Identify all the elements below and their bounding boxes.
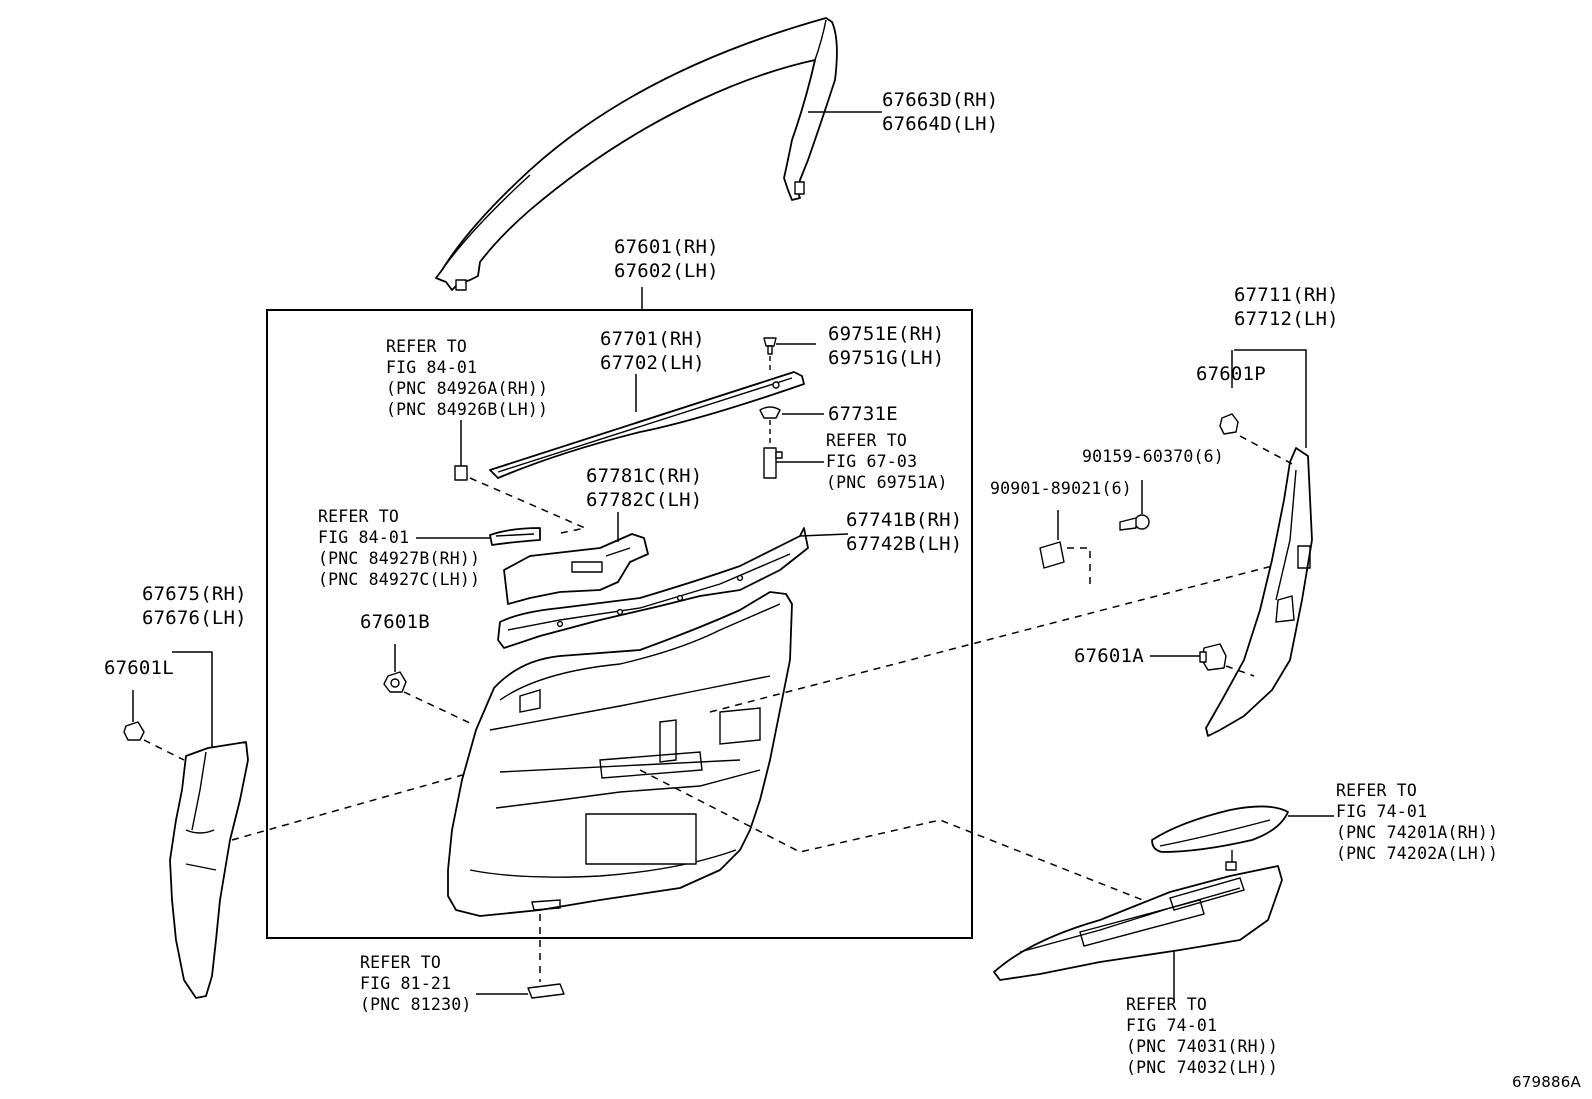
label-refer-84927-1: REFER TO [318,507,400,526]
label-belt-lh: 67702(LH) [600,352,705,374]
door-trim-board [447,591,793,917]
label-refer-74031-4: (PNC 74032(LH)) [1126,1058,1279,1077]
label-refer-67-03-3: (PNC 69751A) [826,473,948,492]
label-refer-74031-1: REFER TO [1126,995,1208,1014]
nut-90901 [1039,541,1065,569]
lower-left-garnish [169,741,249,999]
armrest-lower [993,865,1283,981]
label-refer-74201-2: FIG 74-01 [1336,802,1428,821]
label-refer-84926-4: (PNC 84926B(LH)) [386,400,549,419]
label-refer-74201-3: (PNC 74201A(RH)) [1336,823,1499,842]
label-refer-81-21-3: (PNC 81230) [360,995,472,1014]
label-lower-left-rh: 67675(RH) [142,583,247,605]
front-pillar-garnish [435,17,838,291]
clip-84926 [454,465,468,481]
switch-81230 [527,983,565,999]
clip-67731 [759,406,781,419]
label-clip-67601a: 67601A [1074,645,1144,667]
label-armrest-base-lh: 67782C(LH) [586,489,703,511]
label-board-rh: 67601(RH) [614,236,719,258]
label-clip-67601b: 67601B [360,611,430,633]
label-upper-panel-lh: 67742B(LH) [846,533,963,555]
assembly-frame [266,309,973,939]
label-pillar-garnish-rh: 67663D(RH) [882,89,999,111]
label-refer-84926-3: (PNC 84926A(RH)) [386,379,549,398]
clip-69751 [763,337,777,355]
label-refer-74031-2: FIG 74-01 [1126,1016,1218,1035]
label-belt-rh: 67701(RH) [600,328,705,350]
rear-garnish [1205,447,1313,737]
label-clip-67731e: 67731E [828,403,898,425]
label-rear-garnish-rh: 67711(RH) [1234,284,1339,306]
label-refer-74031-3: (PNC 74031(RH)) [1126,1037,1279,1056]
label-lower-left-lh: 67676(LH) [142,607,247,629]
label-clip-69751-lh: 69751G(LH) [828,347,945,369]
label-refer-74201-1: REFER TO [1336,781,1418,800]
upper-panel [497,527,809,649]
label-clip-67601l: 67601L [104,657,174,679]
label-refer-67-03-1: REFER TO [826,431,908,450]
leader-upper-panel [799,533,849,537]
belt-moulding [489,371,805,479]
label-clip-69751-rh: 69751E(RH) [828,323,945,345]
label-screw: 90159-60370(6) [1082,447,1224,466]
label-nut: 90901-89021(6) [990,479,1132,498]
armrest-upper [1151,805,1289,853]
label-refer-81-21-2: FIG 81-21 [360,974,452,993]
clip-67601b [383,671,407,693]
label-refer-84927-3: (PNC 84927B(RH)) [318,549,481,568]
leader-lower-left [172,651,213,748]
label-refer-81-21-1: REFER TO [360,953,442,972]
clip-67601a [1199,643,1227,671]
label-refer-74201-4: (PNC 74202A(LH)) [1336,844,1499,863]
label-refer-84926-1: REFER TO [386,337,468,356]
label-refer-84926-2: FIG 84-01 [386,358,478,377]
label-armrest-base-rh: 67781C(RH) [586,465,703,487]
label-refer-84927-2: FIG 84-01 [318,528,410,547]
screw-90159 [1119,514,1150,531]
label-refer-67-03-2: FIG 67-03 [826,452,918,471]
leader-rear [1234,349,1307,448]
label-rear-garnish-lh: 67712(LH) [1234,308,1339,330]
clip-67601p [1219,413,1239,435]
figure-code: 679886A [1512,1073,1581,1091]
label-upper-panel-rh: 67741B(RH) [846,509,963,531]
label-pillar-garnish-lh: 67664D(LH) [882,113,999,135]
label-refer-84927-4: (PNC 84927C(LH)) [318,570,481,589]
bracket-67-03 [763,447,783,479]
armrest-base [503,533,649,605]
label-clip-67601p: 67601P [1196,363,1266,385]
label-board-lh: 67602(LH) [614,260,719,282]
inside-handle [489,527,541,546]
clip-67601l [123,721,145,741]
